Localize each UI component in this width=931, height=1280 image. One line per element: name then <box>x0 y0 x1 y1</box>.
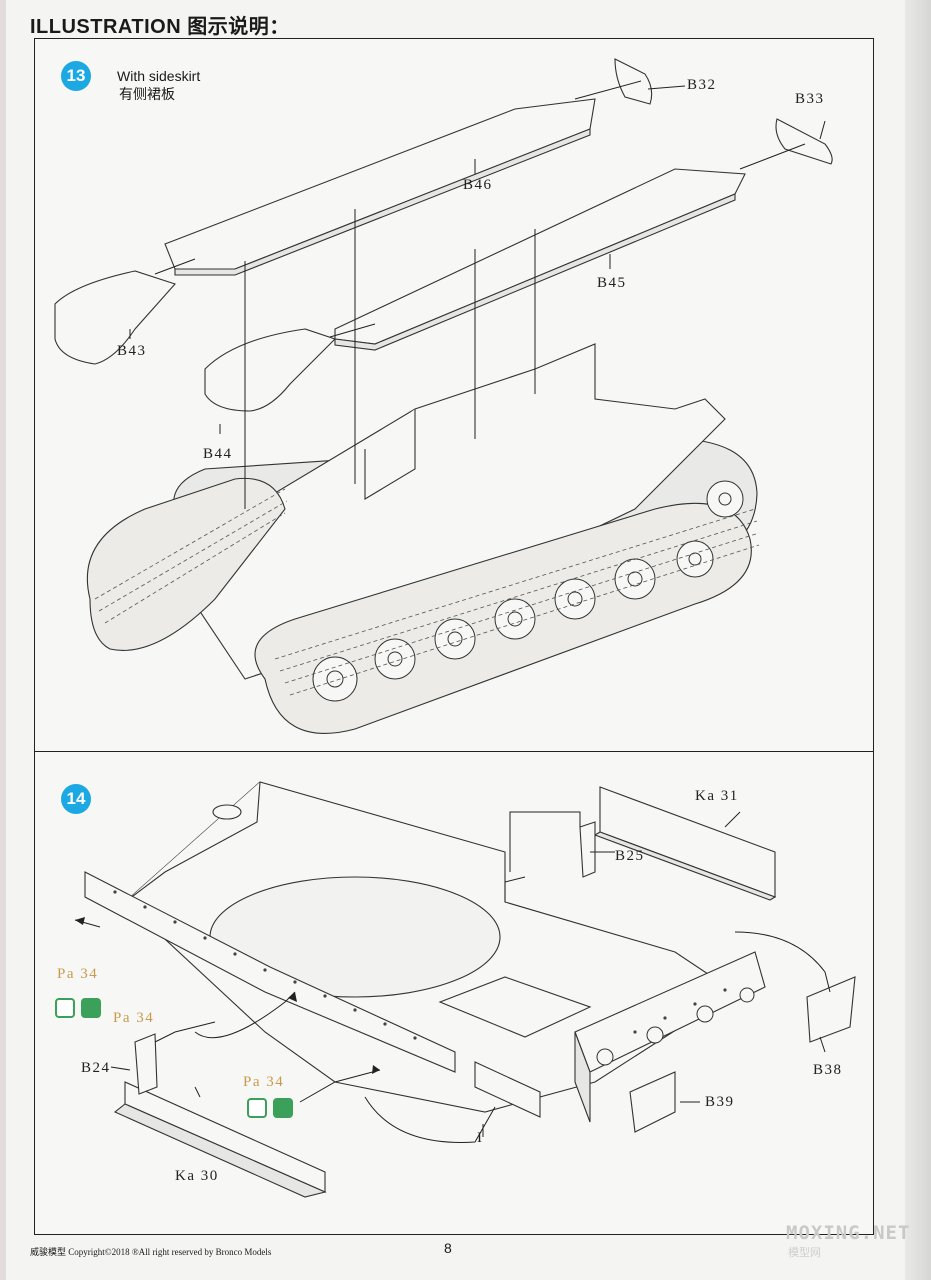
label-b43: B43 <box>117 343 147 359</box>
watermark-sub: 模型网 <box>788 1247 821 1259</box>
footer-copyright: 威骏模型 Copyright©2018 ®All right reserved … <box>30 1247 272 1257</box>
step-14-badge: 14 <box>61 784 91 814</box>
glue-icon <box>55 998 75 1018</box>
label-b39: B39 <box>705 1094 735 1110</box>
label-pa34-a: Pa 34 <box>57 966 99 982</box>
step-13-caption-cn: 有侧裙板 <box>119 86 175 102</box>
glue-icon <box>247 1098 267 1118</box>
step-13-panel: 13 With sideskirt 有侧裙板 <box>34 38 874 753</box>
label-ka31: Ka 31 <box>695 788 739 804</box>
cut-icon <box>273 1098 293 1118</box>
plate-ka30 <box>124 1081 326 1193</box>
page-left-edge <box>0 0 6 1280</box>
floor-hatch <box>438 976 592 1038</box>
fender-b33 <box>775 118 833 165</box>
fender-b43 <box>54 270 176 365</box>
label-b45: B45 <box>597 275 627 291</box>
label-pa34-c: Pa 34 <box>243 1074 285 1090</box>
fender-b32 <box>614 58 653 105</box>
label-pa34-b: Pa 34 <box>113 1010 155 1026</box>
label-b46: B46 <box>463 177 493 193</box>
part-b38 <box>806 976 856 1043</box>
fender-b44 <box>204 328 337 412</box>
step-14-drawing <box>74 781 856 1198</box>
step-13-badge: 13 <box>61 61 91 91</box>
page-right-edge <box>905 0 931 1280</box>
label-i: I <box>477 1130 484 1146</box>
step-13-drawing <box>54 58 833 734</box>
page-number: 8 <box>444 1240 452 1256</box>
side-wall-left <box>84 871 456 1073</box>
label-b44: B44 <box>203 446 233 462</box>
watermark: MOXING.NET <box>786 1222 911 1244</box>
part-b39 <box>629 1071 676 1133</box>
step-13-caption-en: With sideskirt <box>117 68 201 84</box>
label-b38: B38 <box>813 1062 843 1078</box>
part-i <box>474 1061 541 1118</box>
page-title: ILLUSTRATION 图示说明： <box>30 16 290 38</box>
label-b32: B32 <box>687 77 717 93</box>
label-b24: B24 <box>81 1060 111 1076</box>
part-b24 <box>134 1033 158 1095</box>
cut-icon <box>81 998 101 1018</box>
label-b33: B33 <box>795 91 825 107</box>
part-b25 <box>579 821 596 878</box>
step-14-panel: 14 <box>34 751 874 1235</box>
label-ka30: Ka 30 <box>175 1168 219 1184</box>
label-b25: B25 <box>615 848 645 864</box>
